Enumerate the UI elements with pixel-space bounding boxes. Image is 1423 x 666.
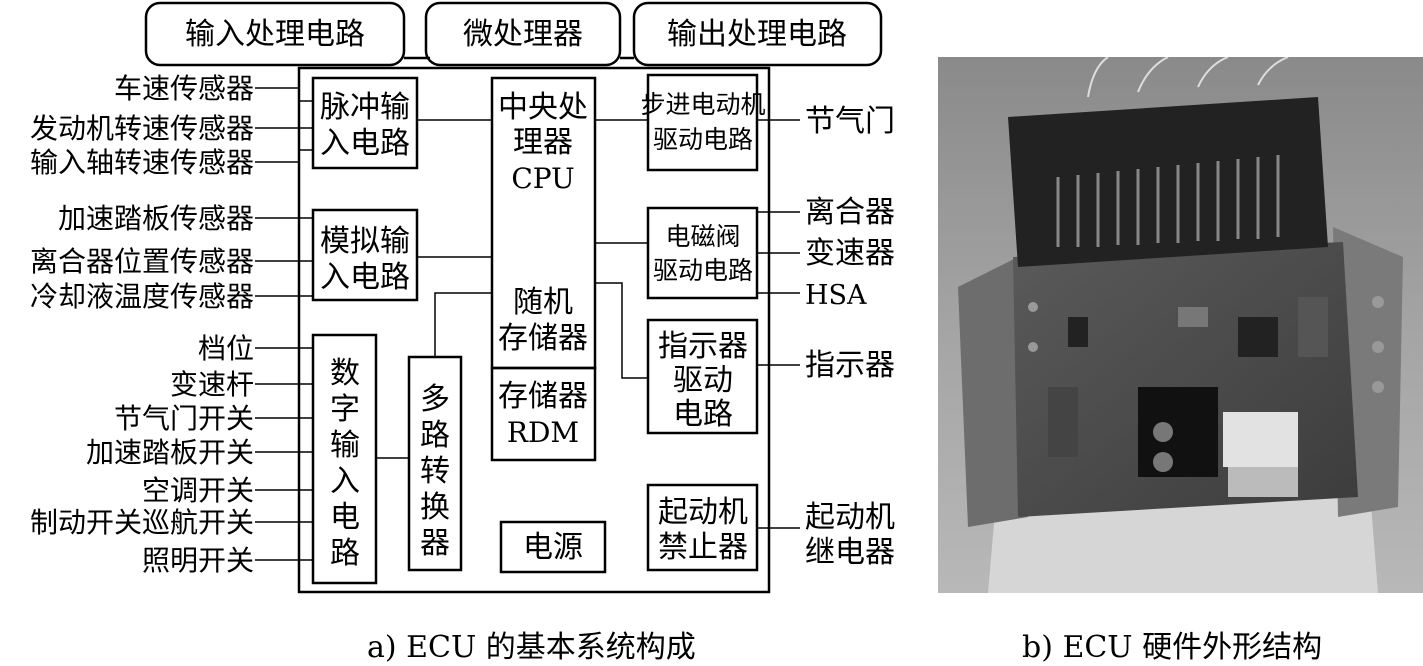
- header-microprocessor: 微处理器: [463, 17, 583, 52]
- digital-input-char: 数: [330, 356, 360, 391]
- digital-input-char: 字: [330, 392, 360, 427]
- pulse-input-label-2: 入电路: [320, 126, 410, 161]
- ecu-system-diagram: 输入处理电路 微处理器 输出处理电路 脉冲输 入电路 模拟输 入电路 数 字 输…: [0, 0, 930, 600]
- indicator-driver-label-2: 驱动: [673, 363, 733, 398]
- input-label: 车速传感器: [114, 72, 254, 105]
- output-label: 起动机: [805, 500, 895, 535]
- stepper-driver-label-2: 驱动电路: [653, 125, 753, 154]
- ecu-hardware-photo: [938, 57, 1423, 593]
- multiplexer-char: 多: [420, 382, 450, 417]
- multiplexer-char: 换: [420, 490, 450, 525]
- header-input-processing: 输入处理电路: [185, 17, 365, 52]
- caption-b: b) ECU 硬件外形结构: [1022, 622, 1322, 666]
- digital-input-char: 路: [330, 536, 360, 571]
- indicator-driver-label-3: 电路: [673, 397, 733, 432]
- input-label: 发动机转速传感器: [30, 112, 254, 145]
- stepper-driver-label-1: 步进电动机: [640, 90, 765, 119]
- output-label: 继电器: [805, 535, 895, 570]
- rom-label-2: RDM: [507, 416, 579, 449]
- digital-input-char: 输: [330, 428, 360, 463]
- analog-input-label-2: 入电路: [320, 260, 410, 295]
- output-label: 节气门: [805, 104, 895, 139]
- ram-label-2: 存储器: [498, 321, 588, 356]
- multiplexer-char: 器: [420, 526, 450, 561]
- indicator-driver-label-1: 指示器: [658, 329, 748, 364]
- digital-input-char: 入: [330, 464, 360, 499]
- input-label: 加速踏板传感器: [58, 202, 254, 235]
- input-label: 离合器位置传感器: [30, 245, 254, 278]
- input-label: 加速踏板开关: [86, 436, 254, 469]
- input-label: 冷却液温度传感器: [30, 280, 254, 313]
- input-label: 照明开关: [142, 544, 254, 577]
- output-label: 离合器: [805, 195, 895, 230]
- digital-input-char: 电: [330, 500, 360, 535]
- input-label: 制动开关巡航开关: [30, 506, 254, 539]
- solenoid-driver-label-2: 驱动电路: [653, 256, 753, 285]
- input-label: 空调开关: [142, 474, 254, 507]
- multiplexer-char: 路: [420, 418, 450, 453]
- output-label: 变速器: [805, 236, 895, 271]
- header-output-processing: 输出处理电路: [667, 17, 847, 52]
- input-label: 变速杆: [170, 368, 254, 401]
- output-label: HSA: [805, 280, 867, 311]
- analog-input-label-1: 模拟输: [320, 224, 410, 259]
- output-label: 指示器: [805, 348, 895, 383]
- input-label: 节气门开关: [114, 402, 254, 435]
- solenoid-driver-label-1: 电磁阀: [665, 222, 740, 251]
- starter-inhibitor-label-1: 起动机: [658, 495, 748, 530]
- starter-inhibitor-label-2: 禁止器: [658, 530, 748, 565]
- power-label: 电源: [523, 530, 583, 565]
- cpu-label-1: 中央处: [498, 90, 588, 125]
- rom-label-1: 存储器: [498, 379, 588, 414]
- input-label: 档位: [198, 332, 254, 365]
- caption-a: a) ECU 的基本系统构成: [367, 622, 696, 666]
- cpu-label-3: CPU: [511, 162, 574, 195]
- multiplexer-char: 转: [420, 454, 450, 489]
- pulse-input-label-1: 脉冲输: [320, 90, 410, 125]
- ram-label-1: 随机: [513, 285, 573, 320]
- cpu-label-2: 理器: [513, 125, 573, 160]
- input-label: 输入轴转速传感器: [30, 146, 254, 179]
